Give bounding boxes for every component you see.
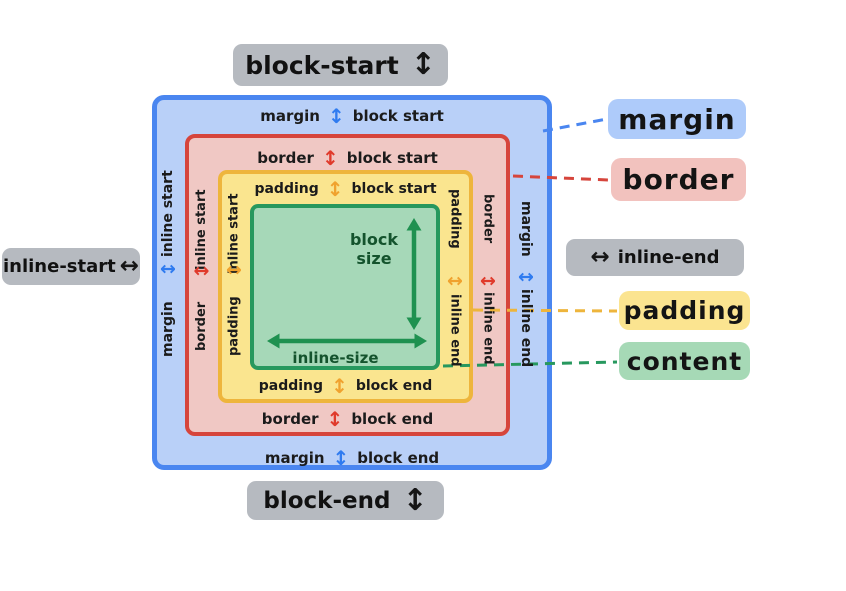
margin-connector-line — [542, 117, 608, 133]
layer-name: padding — [254, 181, 319, 197]
horizontal-arrow-icon: ↔ — [518, 266, 534, 288]
inline-size-label: inline-size — [292, 349, 379, 367]
horizontal-arrow-icon: ↔ — [226, 259, 242, 281]
horizontal-arrow-icon: ↔ — [590, 244, 610, 270]
layer-name: border — [261, 410, 319, 428]
block-size-line1: block — [349, 230, 399, 249]
border-block-start-label: border ↕ block start — [189, 146, 506, 170]
horizontal-arrow-icon: ↔ — [160, 258, 176, 280]
horizontal-arrow-icon: ↔ — [480, 270, 496, 292]
legend-margin: margin — [608, 99, 746, 139]
padding-inline-start-layer-label: padding — [226, 296, 242, 356]
edge-name: block end — [351, 410, 434, 428]
vertical-arrow-icon: ↕ — [326, 407, 344, 431]
vertical-arrow-icon: ↕ — [331, 374, 348, 398]
edge-name: block start — [346, 149, 438, 167]
edge-name: block start — [351, 181, 437, 197]
padding-block-end-label: padding ↕ block end — [222, 374, 469, 398]
edge-name: block end — [357, 449, 440, 467]
vertical-arrow-icon: ↕ — [321, 146, 339, 170]
block-size-label: block size — [338, 230, 410, 268]
margin-inline-start-edge-label: inline start — [160, 170, 176, 258]
inline-end-label: ↔ inline-end — [566, 239, 744, 276]
border-inline-start-layer-label: border — [194, 301, 209, 351]
horizontal-arrow-icon: ↔ — [447, 270, 463, 292]
edge-name: block end — [355, 378, 433, 394]
vertical-arrow-icon: ↕ — [327, 104, 345, 128]
layer-name: padding — [258, 378, 324, 394]
legend-border: border — [611, 158, 746, 201]
inline-start-label: inline-start ↔ — [2, 248, 140, 285]
block-size-line2: size — [356, 249, 392, 269]
vertical-arrow-icon: ↕ — [410, 47, 436, 82]
padding-inline-end-edge-label: inline end — [447, 293, 463, 367]
block-start-label: block-start ↕ — [233, 44, 448, 86]
label-text: inline-start — [2, 256, 116, 277]
vertical-arrow-icon: ↕ — [402, 482, 428, 518]
block-end-label: block-end ↕ — [247, 481, 444, 520]
content-box — [250, 204, 440, 370]
legend-content: content — [619, 342, 750, 380]
legend-padding: padding — [619, 291, 750, 330]
vertical-arrow-icon: ↕ — [326, 177, 344, 201]
edge-name: block start — [352, 107, 444, 125]
margin-inline-end-edge-label: inline end — [518, 288, 534, 368]
layer-name: margin — [260, 107, 320, 125]
padding-inline-end-layer-label: padding — [447, 189, 463, 249]
margin-inline-end-layer-label: margin — [518, 201, 534, 257]
layer-name: margin — [264, 449, 325, 467]
margin-block-start-label: margin ↕ block start — [157, 103, 547, 129]
border-inline-end-edge-label: inline end — [480, 291, 496, 365]
horizontal-arrow-icon: ↔ — [119, 253, 140, 279]
layer-name: border — [257, 149, 314, 167]
padding-block-start-label: padding ↕ block start — [222, 177, 469, 201]
margin-inline-start-layer-label: margin — [160, 301, 176, 357]
label-text: block-end — [263, 487, 391, 514]
label-text: inline-end — [617, 247, 720, 268]
horizontal-arrow-icon: ↔ — [193, 260, 210, 282]
label-text: block-start — [245, 50, 399, 80]
border-block-end-label: border ↕ block end — [189, 407, 506, 431]
vertical-arrow-icon: ↕ — [332, 446, 350, 470]
margin-block-end-label: margin ↕ block end — [157, 445, 547, 471]
border-inline-end-layer-label: border — [480, 194, 496, 244]
